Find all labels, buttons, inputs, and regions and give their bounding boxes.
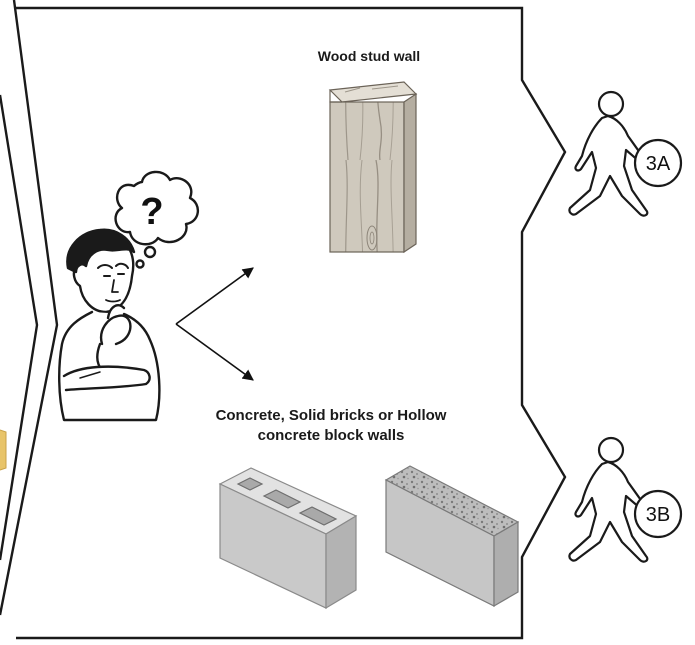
- thinking-person-icon: [58, 170, 199, 422]
- badge-3a: [633, 138, 683, 188]
- wood-wall-label: Wood stud wall: [318, 48, 420, 64]
- arrow-to-masonry-wall: [175, 323, 254, 381]
- left-frame-accent: [0, 429, 7, 471]
- arrow-to-wood-wall: [175, 267, 254, 325]
- masonry-label-line2: concrete block walls: [258, 427, 405, 444]
- solid-brick-image: [384, 465, 520, 608]
- hollow-concrete-block-image: [218, 467, 358, 610]
- main-panel-outline: [16, 6, 567, 640]
- masonry-label-line1: Concrete, Solid bricks or Hollow: [216, 407, 447, 424]
- badge-3a-label: 3A: [646, 153, 671, 175]
- badge-3b-label: 3B: [646, 504, 670, 526]
- left-frame-chevron-outer: [0, 94, 39, 561]
- badge-3b: [633, 489, 683, 539]
- wood-stud-wall-image: [328, 81, 418, 254]
- walking-person-icon-a: [568, 90, 649, 217]
- walking-person-icon-b: [568, 436, 649, 563]
- left-frame-chevron-inner: [0, 0, 59, 616]
- question-mark-icon: ?: [140, 191, 163, 233]
